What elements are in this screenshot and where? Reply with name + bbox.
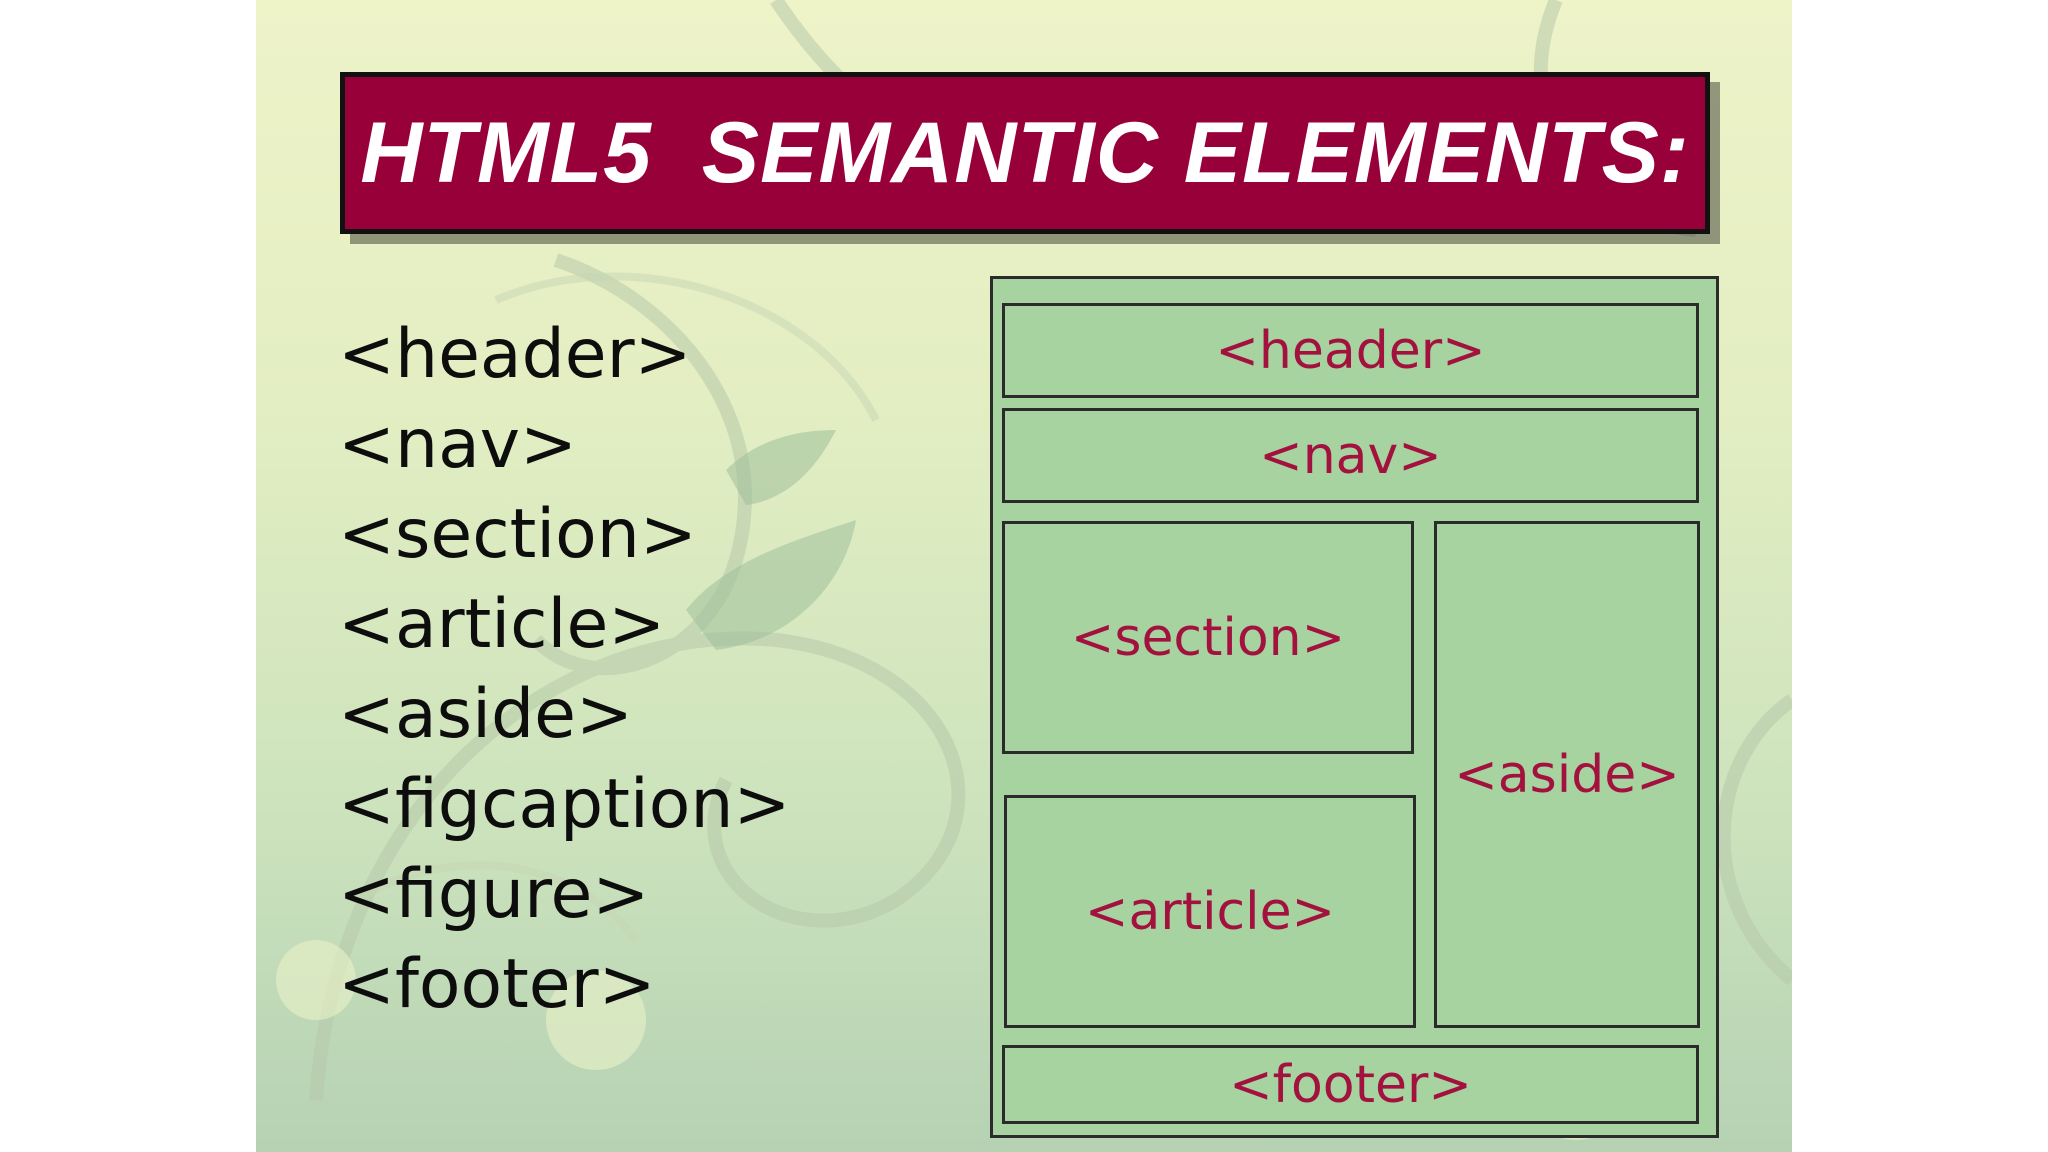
list-item-article: <article> xyxy=(338,585,666,664)
list-item-header: <header> xyxy=(338,315,692,394)
list-item-figcaption: <figcaption> xyxy=(338,765,791,844)
layout-box-article: <article> xyxy=(1004,795,1416,1028)
page-layout-diagram: <header> <nav> <section> <article> <asid… xyxy=(990,276,1719,1138)
layout-box-header: <header> xyxy=(1002,303,1699,398)
list-item-aside: <aside> xyxy=(338,675,633,754)
layout-label-aside: <aside> xyxy=(1454,744,1680,805)
layout-label-article: <article> xyxy=(1084,881,1336,942)
layout-label-nav: <nav> xyxy=(1259,425,1442,486)
list-item-footer: <footer> xyxy=(338,945,656,1024)
layout-box-nav: <nav> xyxy=(1002,408,1699,503)
list-item-figure: <figure> xyxy=(338,855,650,934)
layout-box-footer: <footer> xyxy=(1002,1045,1699,1124)
semantic-elements-list: <header> <nav> <section> <article> <asid… xyxy=(338,310,790,1030)
layout-box-aside: <aside> xyxy=(1434,521,1700,1028)
list-item-section: <section> xyxy=(338,495,697,574)
layout-label-section: <section> xyxy=(1070,607,1346,668)
layout-label-header: <header> xyxy=(1215,320,1486,381)
slide-title: HTML5 SEMANTIC ELEMENTS: xyxy=(360,104,1690,201)
list-item-nav: <nav> xyxy=(338,405,577,484)
layout-box-section: <section> xyxy=(1002,521,1414,754)
title-banner: HTML5 SEMANTIC ELEMENTS: xyxy=(340,72,1710,234)
layout-label-footer: <footer> xyxy=(1229,1054,1472,1115)
slide: HTML5 SEMANTIC ELEMENTS: <header> <nav> … xyxy=(256,0,1792,1152)
